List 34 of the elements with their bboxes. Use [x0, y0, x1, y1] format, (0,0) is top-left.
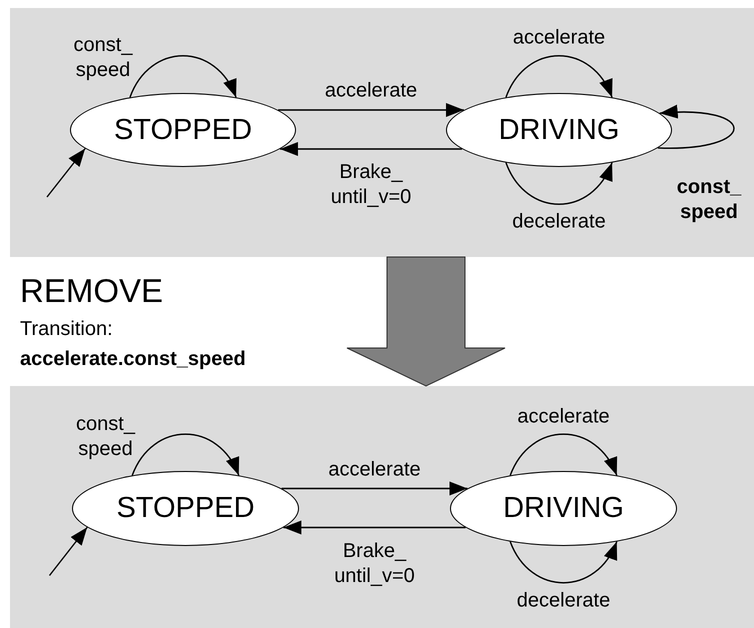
edge-label: Brake_ until_v=0 [333, 538, 416, 588]
transition-arrow [510, 434, 618, 476]
transition-arrow [283, 520, 466, 534]
transition-arrow [282, 482, 468, 496]
edge-label: accelerate [328, 457, 421, 482]
edge-label: accelerate [324, 78, 418, 104]
state-ellipse: STOPPED [70, 93, 296, 167]
diagram-panel [10, 386, 754, 628]
state-ellipse: STOPPED [72, 471, 299, 546]
heading: REMOVE [20, 272, 164, 310]
transition-arrow [132, 434, 240, 476]
transition-arrow [658, 105, 734, 149]
initial-arrow [46, 148, 86, 198]
transition-arrow [280, 142, 462, 156]
transform-arrow [346, 256, 506, 387]
edge-label: const_ speed [72, 33, 134, 83]
edge-label: decelerate [512, 210, 606, 234]
state-ellipse: DRIVING [450, 471, 677, 546]
transition-arrow [278, 103, 464, 117]
edge-label: accelerate [517, 404, 610, 429]
transition-arrow [505, 55, 613, 98]
initial-arrow [48, 526, 88, 576]
edge-label: accelerate [512, 26, 606, 50]
state-ellipse: DRIVING [446, 93, 672, 167]
edge-label: Brake_ until_v=0 [330, 160, 412, 210]
edge-label: const_ speed [676, 175, 742, 225]
transition-arrow [505, 162, 613, 205]
edge-label: const_ speed [75, 412, 136, 462]
note-text: accelerate.const_speed [20, 348, 246, 371]
edge-label: decelerate [516, 588, 610, 613]
transition-arrow [129, 55, 237, 98]
transition-arrow [510, 541, 618, 584]
diagram-panel [10, 8, 754, 257]
note-text: Transition: [20, 318, 113, 341]
